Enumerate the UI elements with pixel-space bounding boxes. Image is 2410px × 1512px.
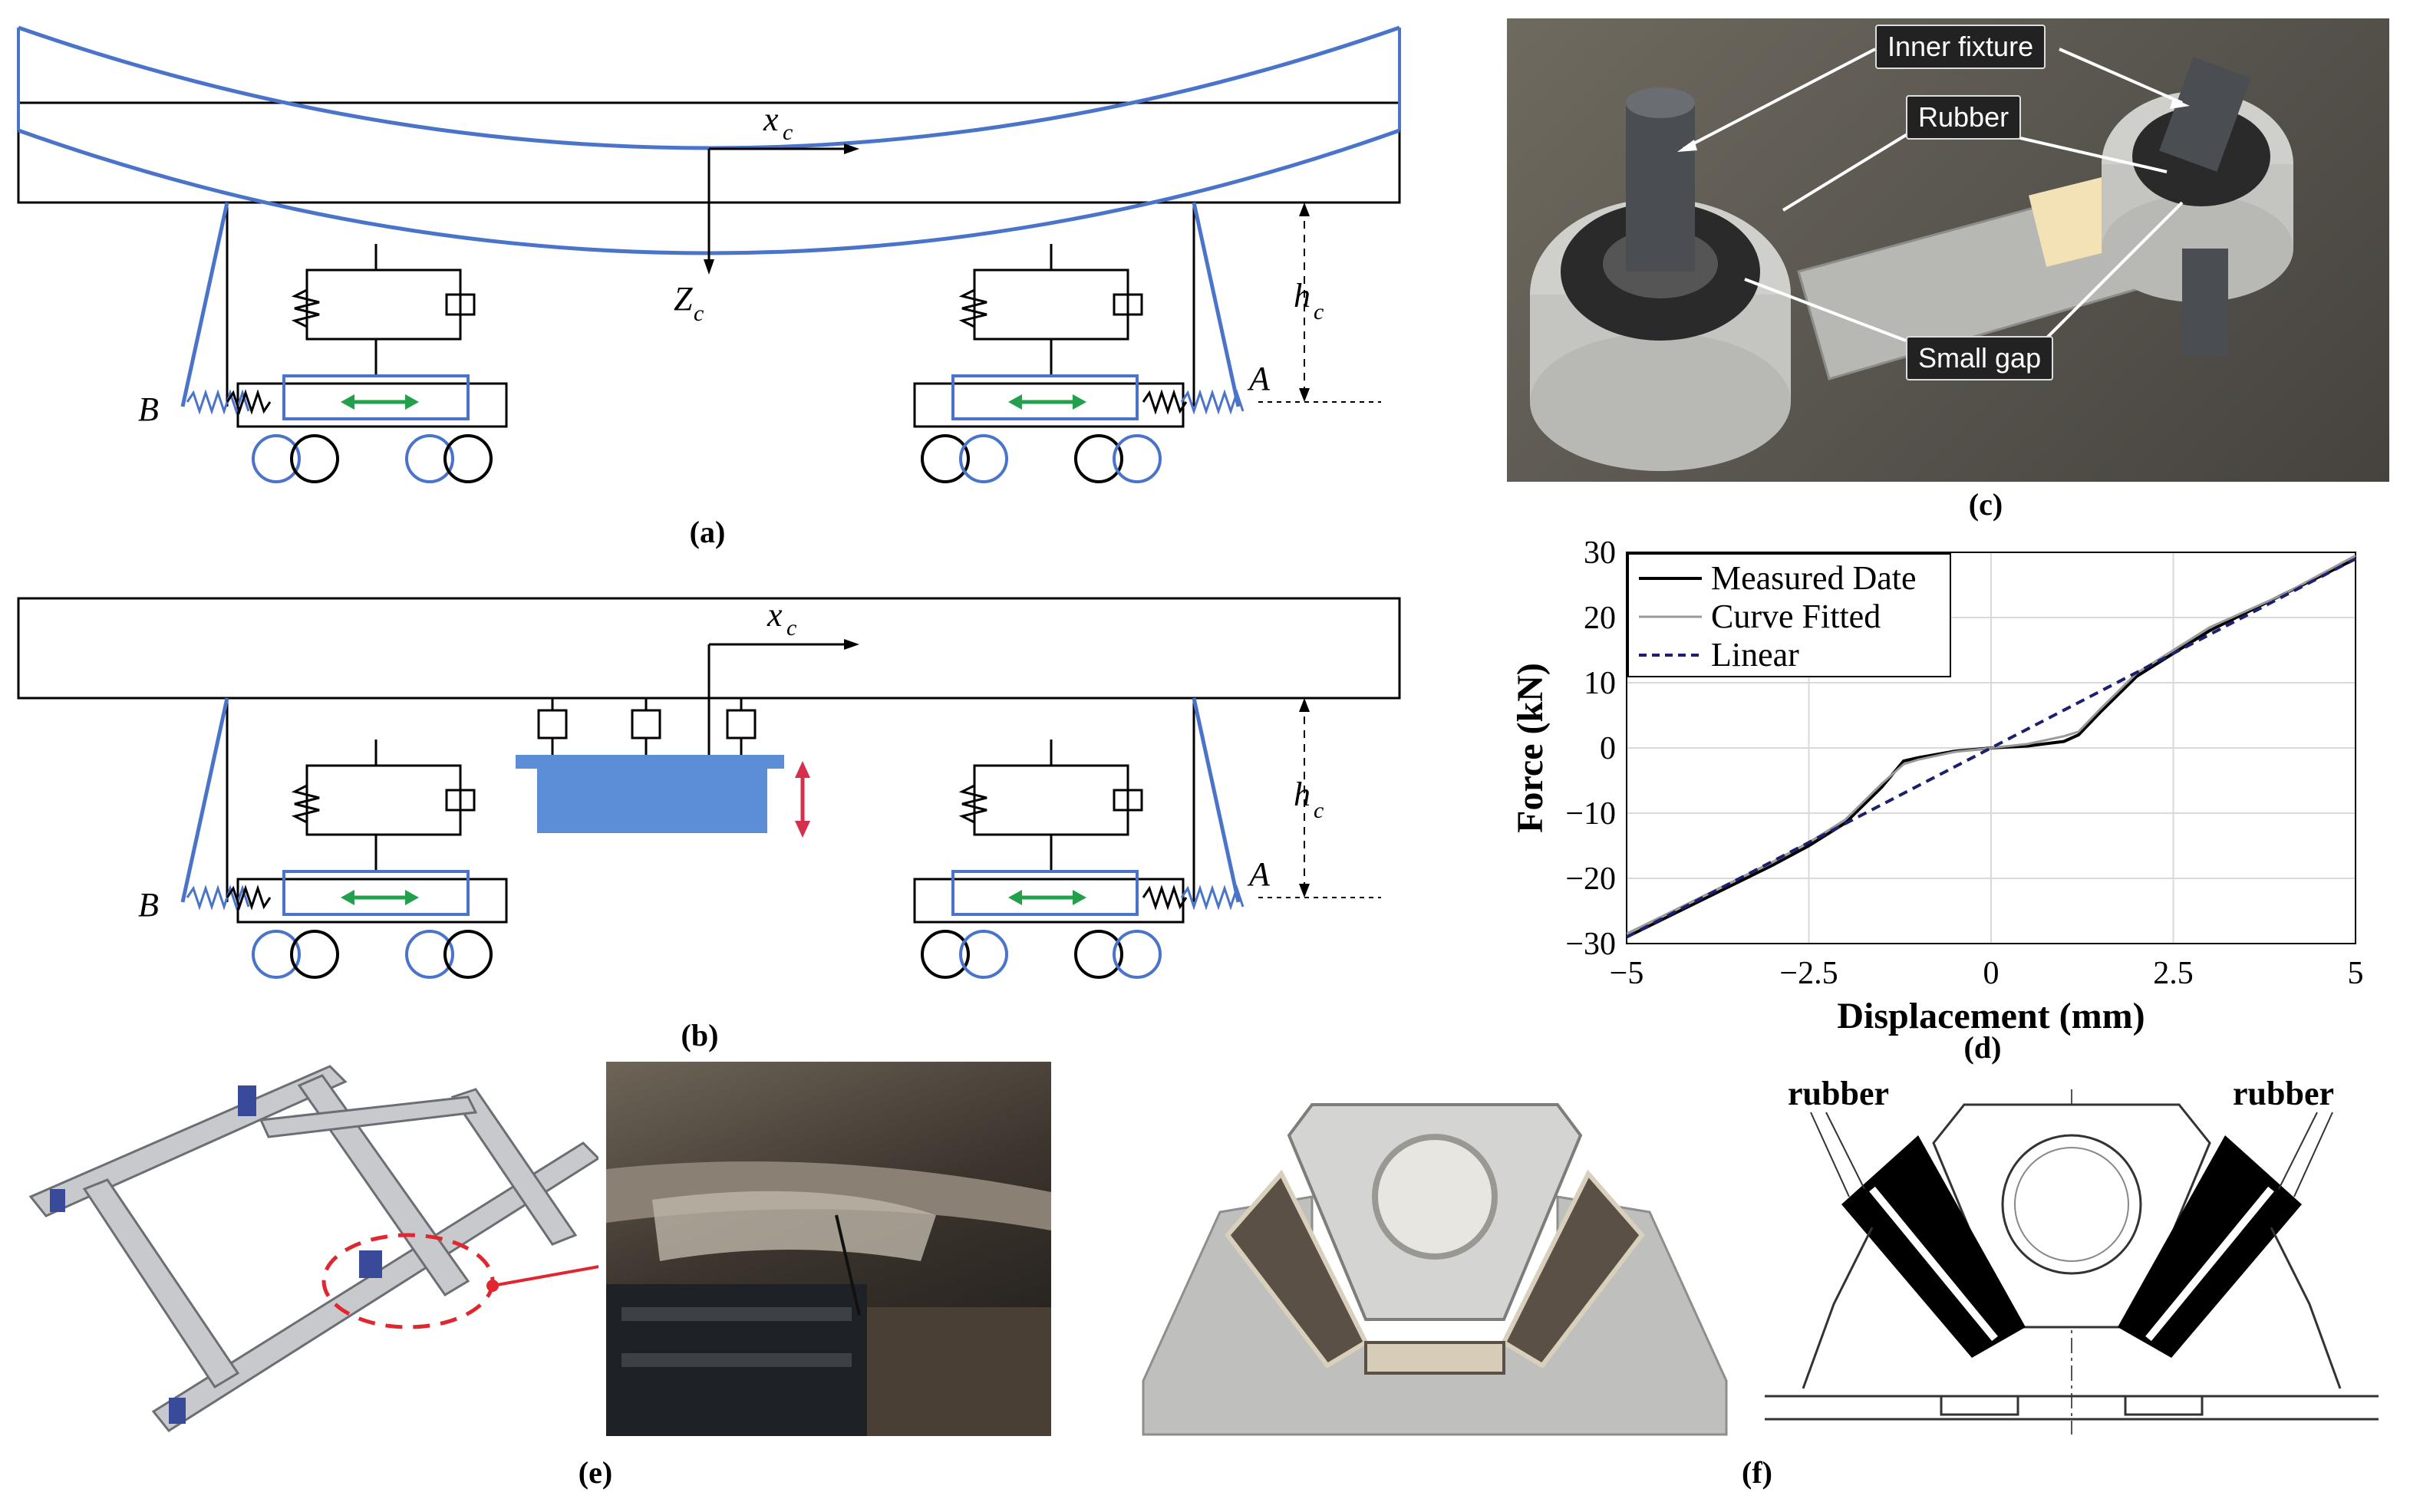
y-tick-label: 20 xyxy=(1584,601,1616,636)
mount-2 xyxy=(631,698,661,755)
x-axis-label: x xyxy=(767,596,783,634)
bogie-frame-3d-model xyxy=(28,1065,818,1432)
bending-mode-curve-top xyxy=(18,25,1400,150)
rubber-label-left: rubber xyxy=(1788,1075,1889,1112)
force-displacement-chart: −5 −2.5 0 2.5 5 −30 −20 −10 0 10 20 30 Displacement… xyxy=(1510,535,2364,1036)
panel-d-chart: −5 −2.5 0 2.5 5 −30 −20 −10 0 10 20 30 Displacement… xyxy=(1504,529,2402,1082)
legend-label-fitted: Curve Fitted xyxy=(1711,598,1881,635)
mount-3 xyxy=(726,698,757,755)
z-axis-label: Z xyxy=(674,280,693,318)
left-bogie xyxy=(180,202,508,483)
panel-f-photo xyxy=(1136,1089,1734,1450)
mount-1 xyxy=(537,698,568,755)
panel-f-caption: (f) xyxy=(1742,1455,1772,1490)
panel-b-caption: (b) xyxy=(681,1018,719,1052)
svg-text:c: c xyxy=(786,615,796,641)
callout-small-gap: Small gap xyxy=(1906,336,2054,380)
point-b-label: B xyxy=(138,390,159,428)
x-axis-label: x xyxy=(763,100,779,138)
hc-label: h xyxy=(1294,776,1310,813)
series-line-2 xyxy=(1626,557,2356,939)
chart-series xyxy=(1626,554,2356,939)
right-bogie xyxy=(913,697,1245,979)
right-bogie xyxy=(913,202,1245,483)
point-a-label: A xyxy=(1247,855,1271,893)
rubber-mount-cross-section xyxy=(1765,1089,2379,1435)
panel-e-caption: (e) xyxy=(578,1455,613,1490)
panel-e-frame-model xyxy=(8,1051,818,1450)
plot-frame xyxy=(1626,552,2356,944)
x-tick-label: −5 xyxy=(1610,956,1644,991)
chart-legend: Measured Date Curve Fitted Linear xyxy=(1627,553,1951,677)
panel-a-caption: (a) xyxy=(689,515,726,549)
point-b-label: B xyxy=(138,886,159,924)
x-axis-title: Displacement (mm) xyxy=(1837,996,2145,1036)
panel-e-crack-photo xyxy=(606,1062,1051,1436)
y-tick-label: 10 xyxy=(1584,666,1616,701)
panel-a: x c Z c h c xyxy=(0,0,1427,568)
suspended-equipment xyxy=(516,698,810,838)
x-tick-label: 2.5 xyxy=(2153,956,2194,991)
callout-rubber: Rubber xyxy=(1906,95,2022,140)
y-tick-label: −30 xyxy=(1565,927,1616,962)
legend-label-linear: Linear xyxy=(1711,636,1799,674)
panel-b-diagram: x c Z c h c xyxy=(17,596,1401,979)
svg-text:c: c xyxy=(1314,798,1324,823)
y-tick-label: −10 xyxy=(1565,796,1616,832)
panel-c-caption: (c) xyxy=(1968,487,2003,522)
y-tick-label: 0 xyxy=(1600,731,1616,766)
x-tick-label: −2.5 xyxy=(1779,956,1838,991)
x-tick-label: 5 xyxy=(2348,956,2364,991)
panel-f-drawing: rubber rubber xyxy=(1757,1074,2386,1450)
rubber-label-right: rubber xyxy=(2233,1075,2334,1112)
panel-c-photo: Inner fixture Rubber Small gap xyxy=(1507,18,2389,482)
y-tick-label: 30 xyxy=(1584,535,1616,571)
y-axis-title: Force (kN) xyxy=(1510,663,1551,833)
point-a-label: A xyxy=(1247,360,1271,397)
y-tick-label: −20 xyxy=(1565,861,1616,897)
x-tick-label: 0 xyxy=(1983,956,2000,991)
svg-text:c: c xyxy=(1314,299,1324,324)
panel-a-diagram: x c Z c h c xyxy=(17,25,1401,483)
svg-text:c: c xyxy=(694,301,704,326)
rubber-mount-photo xyxy=(1142,1103,1728,1436)
panel-d-caption: (d) xyxy=(1963,1030,2002,1065)
svg-text:c: c xyxy=(783,120,793,145)
rubber-joint-illustration xyxy=(1530,48,2293,471)
left-bogie xyxy=(180,697,508,979)
panel-b: x c Z c h c xyxy=(0,583,1427,1013)
chart-ticks: −5 −2.5 0 2.5 5 −30 −20 −10 0 10 20 30 xyxy=(1565,535,2363,991)
legend-label-measured: Measured Date xyxy=(1711,559,1917,597)
hc-label: h xyxy=(1294,277,1310,315)
callout-inner-fixture: Inner fixture xyxy=(1875,25,2046,69)
